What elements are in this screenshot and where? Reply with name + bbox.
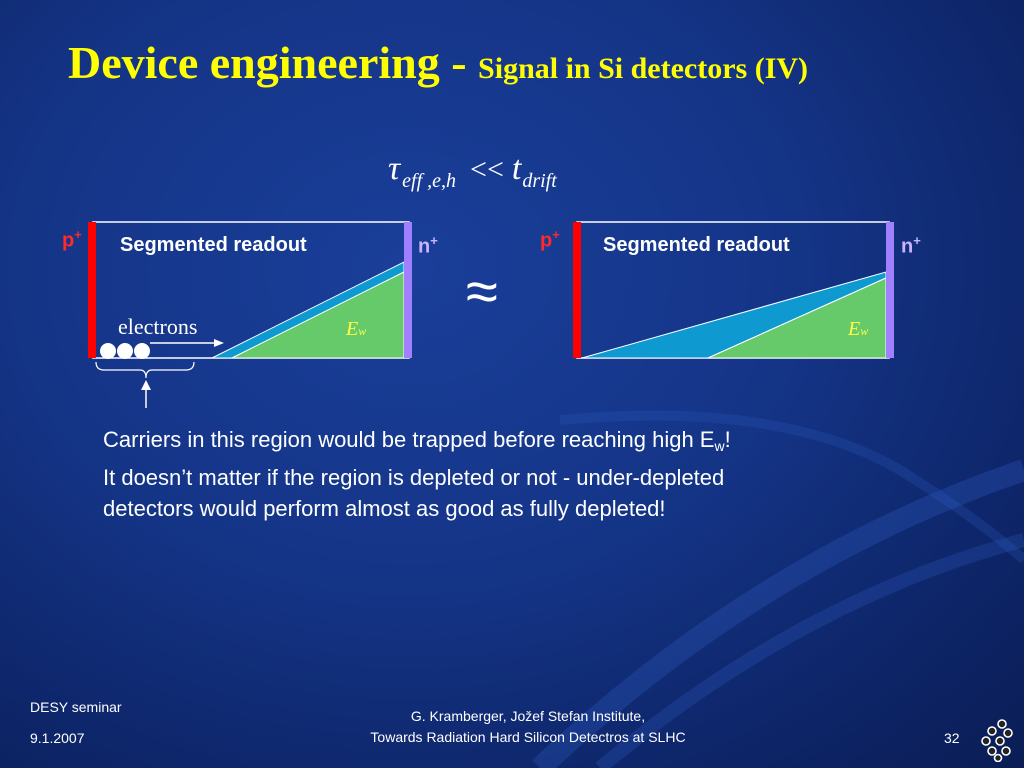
right-readout-label: Segmented readout [603,234,790,256]
footer-author: G. Kramberger, Jožef Stefan Institute, [410,708,646,724]
left-field-e: E [346,318,359,340]
body-line-1-sub: w [714,438,725,454]
right-p-sup: + [552,227,560,242]
left-readout-label: Segmented readout [120,234,307,256]
page-number: 32 [944,730,960,746]
footer-event: DESY seminar [30,699,122,715]
title-sub: Signal in Si detectors (IV) [478,52,809,85]
left-field-green-region [231,271,405,359]
body-line-3: detectors would perform almost as good a… [103,496,666,521]
trap-region-brace [95,361,195,379]
slide-title: Device engineering - Signal in Si detect… [68,36,1008,89]
formula-operator: << [470,153,504,186]
electron-dot-2 [117,343,133,359]
footer-talk: Towards Radiation Hard Silicon Detectros… [370,729,686,745]
body-line-1-end: ! [724,427,731,452]
electron-dot-1 [100,343,116,359]
right-p-text: p [540,229,553,252]
left-n-sup: + [430,233,438,248]
left-field-label: Ew [346,318,366,341]
institute-logo-icon [981,719,1013,762]
left-p-sup: + [74,227,82,242]
explanation-text: Carriers in this region would be trapped… [103,424,903,524]
left-field-sub: w [358,324,367,338]
right-n-sup: + [913,233,921,248]
left-p-label: p+ [62,227,82,253]
right-field-sub: w [860,324,869,338]
formula-tau: τ [388,150,401,187]
body-line-2: It doesn’t matter if the region is deple… [103,465,725,490]
right-n-label: n+ [901,233,921,259]
left-p-electrode [88,222,96,358]
title-main: Device engineering - [68,37,479,88]
left-detector [88,221,412,408]
body-line-1: Carriers in this region would be trapped… [103,424,903,462]
right-field-label: Ew [848,318,868,341]
left-n-label: n+ [418,233,438,259]
footer-date: 9.1.2007 [30,730,85,746]
right-field-e: E [848,318,861,340]
body-line-1-text: Carriers in this region would be trapped… [103,427,715,452]
approx-symbol: ≈ [466,259,498,324]
left-n-text: n [418,235,431,258]
left-n-electrode [404,222,412,358]
right-p-label: p+ [540,227,560,253]
electron-dot-3 [134,343,150,359]
formula-t: t [511,150,522,187]
right-n-text: n [901,235,914,258]
left-p-text: p [62,229,75,252]
electrons-label: electrons [118,314,198,339]
formula-tau-sub: eff ,e,h [402,170,457,192]
right-detector [573,221,894,359]
electron-drift-arrowhead [214,339,224,347]
footer-credits: G. Kramberger, Jožef Stefan Institute, T… [318,706,738,748]
trap-region-pointer-head [141,380,151,390]
right-p-electrode [573,222,581,358]
formula-t-sub: drift [522,170,557,192]
right-n-electrode [886,222,894,358]
